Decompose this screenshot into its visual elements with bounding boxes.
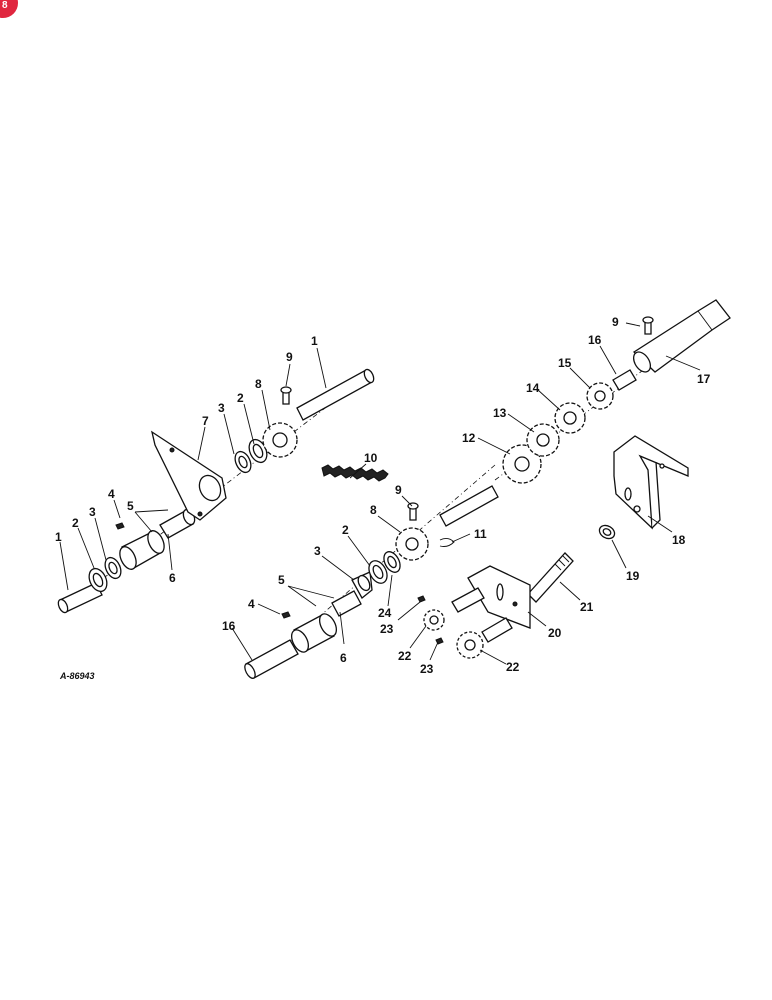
callout-22a: 22	[398, 649, 412, 663]
callout-21: 21	[580, 600, 594, 614]
upper-right-assembly	[494, 299, 731, 484]
leader-lines	[59, 322, 701, 665]
callout-19: 19	[626, 569, 640, 583]
callout-18: 18	[672, 533, 686, 547]
callout-16a: 16	[222, 619, 236, 633]
callout-8a: 8	[255, 377, 262, 391]
threaded-shaft-part-21	[527, 552, 574, 603]
callout-20: 20	[548, 626, 562, 640]
callout-14: 14	[526, 381, 540, 395]
callout-7: 7	[202, 414, 209, 428]
callout-9a: 9	[286, 350, 293, 364]
callout-9c: 9	[612, 315, 619, 329]
long-shaft-middle	[439, 485, 499, 527]
callout-1a: 1	[311, 334, 318, 348]
callout-15: 15	[558, 356, 572, 370]
callout-3a: 3	[218, 401, 225, 415]
callout-2c: 2	[342, 523, 349, 537]
callout-1b: 1	[55, 530, 62, 544]
callout-8b: 8	[370, 503, 377, 517]
callout-23b: 23	[420, 662, 434, 676]
clip-part-11	[439, 537, 455, 547]
stub-shaft-upper	[451, 587, 485, 613]
callout-5b: 5	[278, 573, 285, 587]
callout-13: 13	[493, 406, 507, 420]
callout-23a: 23	[380, 622, 394, 636]
shaft-part-16-upper	[612, 369, 637, 391]
callout-12: 12	[462, 431, 476, 445]
callout-10: 10	[364, 451, 378, 465]
bottom-right-assembly	[417, 552, 574, 659]
callout-16b: 16	[588, 333, 602, 347]
callout-4a: 4	[108, 487, 115, 501]
callout-3c: 3	[314, 544, 321, 558]
chain-part-10	[321, 464, 389, 482]
callout-6a: 6	[169, 571, 176, 585]
callout-3b: 3	[89, 505, 96, 519]
stub-shaft-lower	[481, 617, 513, 643]
shaft-part-1-upper	[296, 369, 373, 421]
callout-4b: 4	[248, 597, 255, 611]
callout-17: 17	[697, 372, 711, 386]
corner-badge: 8	[0, 0, 18, 18]
key-part-4-lower	[281, 611, 291, 619]
callout-22b: 22	[506, 660, 520, 674]
callout-9b: 9	[395, 483, 402, 497]
callout-2a: 2	[237, 391, 244, 405]
callout-11: 11	[474, 527, 487, 541]
corner-badge-text: 8	[2, 0, 8, 11]
plate-part-7	[151, 430, 227, 521]
callout-24: 24	[378, 606, 392, 620]
lower-middle-assembly	[244, 464, 499, 679]
sleeve-part-6-lower	[331, 590, 362, 617]
callout-5a: 5	[127, 499, 134, 513]
bracket-part-18	[613, 435, 689, 530]
callout-6b: 6	[340, 651, 347, 665]
callout-labels: 1 9 8 2 3 7 5 4 3 2 1 6 10 9 8 11 2 3 5 …	[55, 315, 711, 681]
bracket-assembly	[598, 435, 689, 540]
key-part-4-left	[115, 522, 125, 530]
key-part-24	[417, 595, 426, 603]
callout-2b: 2	[72, 516, 79, 530]
drawing-code: A-86943	[59, 671, 95, 681]
upper-left-assembly	[57, 368, 375, 614]
